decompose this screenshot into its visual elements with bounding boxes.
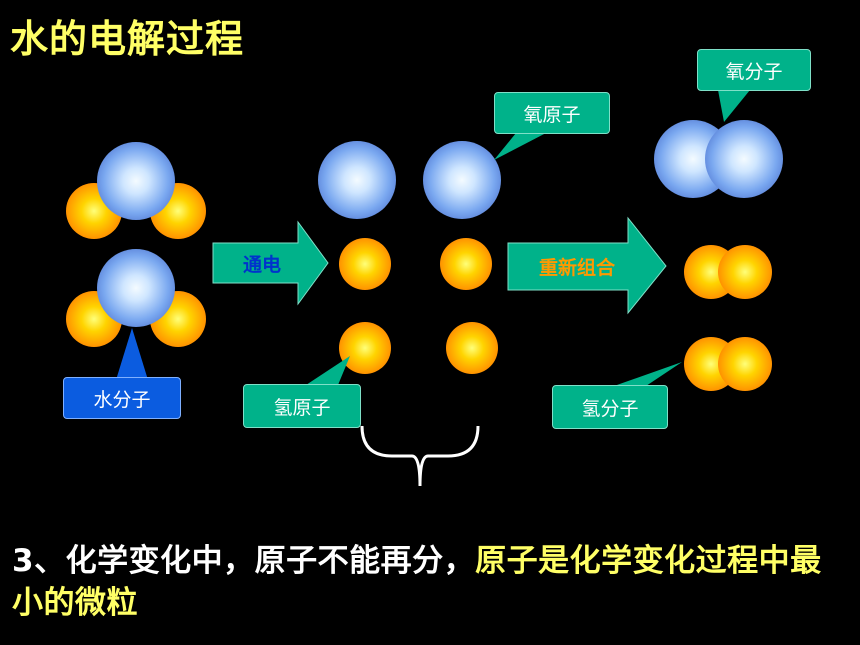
callout-label: 氢分子	[581, 397, 639, 420]
conclusion-text: 3、化学变化中，原子不能再分，原子是化学变化过程中最小的微粒	[12, 540, 852, 624]
oxygen-atom-callout: 氧原子	[494, 92, 610, 134]
water-molecule	[66, 249, 206, 347]
callout-label: 氧原子	[523, 103, 581, 126]
conclusion-highlight: 原子是化学变化过程中最小的微粒	[12, 543, 822, 621]
oxygen-atom	[97, 142, 175, 220]
recombine-arrow	[507, 216, 667, 315]
callout-tail	[614, 362, 682, 386]
water-molecule	[66, 142, 206, 239]
hydrogen-atom	[440, 238, 492, 290]
hydrogen-molecule-callout: 氢分子	[552, 385, 668, 429]
hydrogen-molecule	[684, 337, 772, 391]
electrify-label: 通电	[242, 253, 281, 276]
oxygen-atom	[423, 141, 501, 219]
conclusion-normal: 3、化学变化中，原子不能再分，	[12, 543, 476, 579]
oxygen-atom	[97, 249, 175, 327]
hydrogen-molecule	[684, 245, 772, 299]
oxygen-molecule-callout: 氧分子	[697, 49, 811, 91]
hydrogen-atom	[339, 322, 391, 374]
hydrogen-atom-callout: 氢原子	[243, 384, 361, 428]
curly-brace	[360, 425, 480, 487]
water-molecule-callout: 水分子	[63, 377, 181, 419]
oxygen-atom	[318, 141, 396, 219]
hydrogen-atom	[718, 337, 772, 391]
recombine-label: 重新组合	[538, 256, 615, 279]
callout-label: 氧分子	[725, 60, 783, 83]
callout-tail	[116, 328, 148, 380]
electrify-arrow	[212, 220, 329, 306]
callout-label: 水分子	[93, 388, 151, 411]
callout-label: 氢原子	[273, 396, 331, 419]
hydrogen-atom	[718, 245, 772, 299]
callout-tail	[718, 90, 750, 122]
hydrogen-atom	[446, 322, 498, 374]
callout-tail	[306, 356, 350, 385]
oxygen-atom	[705, 120, 783, 198]
callout-tail	[494, 133, 546, 160]
hydrogen-atom	[339, 238, 391, 290]
page-title: 水的电解过程	[10, 17, 245, 61]
oxygen-molecule	[654, 120, 783, 198]
